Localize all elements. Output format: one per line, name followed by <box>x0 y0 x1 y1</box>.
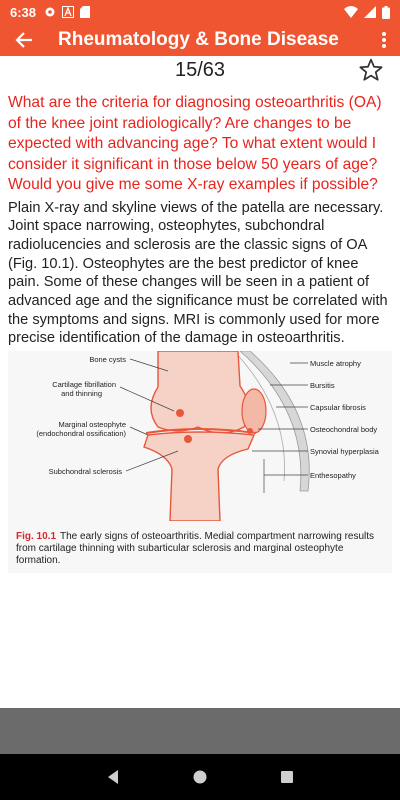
label-osteochondral-body: Osteochondral body <box>310 425 377 434</box>
sd-card-icon <box>80 6 91 18</box>
label-bone-cysts: Bone cysts <box>89 355 126 364</box>
knee-illustration: Bone cysts Cartilage fibrillation and th… <box>36 351 380 522</box>
app-bar: Rheumatology & Bone Disease <box>0 24 400 56</box>
battery-icon <box>382 5 390 19</box>
label-osteophyte-1: Marginal osteophyte <box>58 420 126 429</box>
star-outline-icon <box>359 58 383 81</box>
status-time: 6:38 <box>10 4 37 20</box>
figure-caption-text: The early signs of osteoarthritis. Media… <box>16 531 375 567</box>
knee-figure: Bone cysts Cartilage fibrillation and th… <box>8 351 392 574</box>
label-muscle-atrophy: Muscle atrophy <box>310 359 361 368</box>
label-synovial-hyperplasia: Synovial hyperplasia <box>310 447 380 456</box>
answer-text: Plain X-ray and skyline views of the pat… <box>8 199 388 347</box>
arrow-back-icon <box>15 32 32 48</box>
status-bar: 6:38 <box>0 0 400 24</box>
font-a-icon <box>62 6 75 18</box>
label-bursitis: Bursitis <box>310 381 335 390</box>
question-text: What are the criteria for diagnosing ost… <box>8 94 382 193</box>
app-title: Rheumatology & Bone Disease <box>58 29 339 50</box>
nav-recents-button[interactable] <box>275 765 299 789</box>
label-sclerosis: Subchondral sclerosis <box>49 467 123 476</box>
question-counter: 15/63 <box>174 59 226 81</box>
signal-icon <box>364 6 376 18</box>
settings-gear-icon <box>45 7 55 17</box>
label-cartilage-1: Cartilage fibrillation <box>52 380 116 389</box>
square-recents-icon <box>280 771 293 783</box>
more-vert-icon <box>382 32 386 48</box>
overflow-menu-button[interactable] <box>368 24 400 56</box>
triangle-back-icon <box>108 770 119 784</box>
label-osteophyte-2: (endochondral ossification) <box>36 429 126 438</box>
counter-row: 15/63 <box>0 56 400 90</box>
back-button[interactable] <box>0 24 48 56</box>
circle-home-icon <box>193 770 207 784</box>
system-nav-bar <box>0 754 400 800</box>
content-area[interactable]: 15/63 What are the criteria for diagnosi… <box>0 56 400 708</box>
bookmark-button[interactable] <box>358 57 384 83</box>
label-capsular-fibrosis: Capsular fibrosis <box>310 403 366 412</box>
nav-back-button[interactable] <box>101 765 125 789</box>
label-enthesopathy: Enthesopathy <box>310 471 356 480</box>
bottom-banner <box>0 708 400 754</box>
figure-number: Fig. 10.1 <box>16 531 57 543</box>
wifi-icon <box>344 6 358 18</box>
nav-home-button[interactable] <box>188 765 212 789</box>
label-cartilage-2: and thinning <box>61 389 102 398</box>
